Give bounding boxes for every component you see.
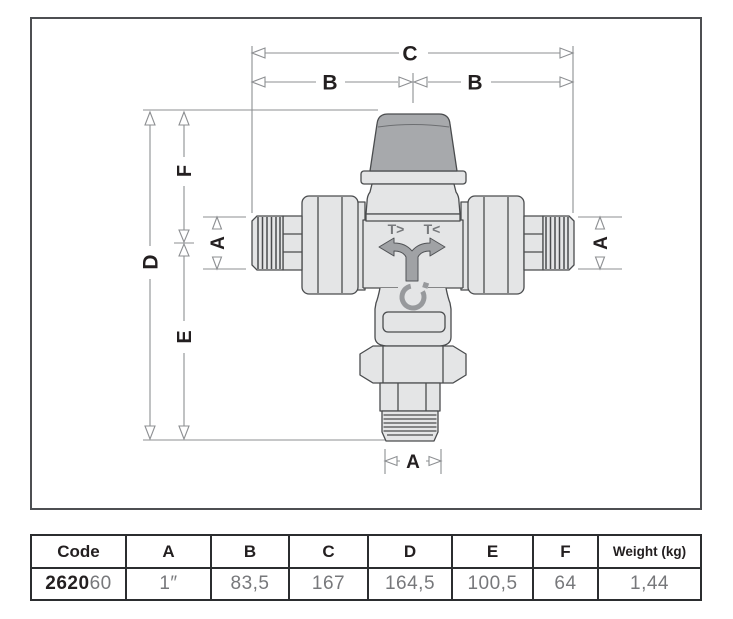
valve-lower-neck: [374, 287, 452, 347]
valve-illustration: T> T<: [251, 113, 575, 442]
dimension-f-e: F E: [174, 110, 196, 441]
dimension-c: C: [250, 43, 575, 66]
header-b: B: [210, 536, 288, 567]
marking-hot: T>: [388, 221, 405, 237]
left-union-nut: [301, 195, 359, 295]
value-d: 164,5: [367, 569, 451, 599]
header-d: D: [367, 536, 451, 567]
dim-label-c: C: [402, 43, 417, 66]
dimension-d: D: [140, 110, 163, 441]
bottom-union-nut: [359, 345, 467, 384]
value-f: 64: [532, 569, 597, 599]
dim-label-a-right: A: [591, 236, 612, 250]
dim-label-a-bottom: A: [406, 452, 420, 473]
dimension-a-bottom: A: [383, 452, 443, 473]
valve-dimensional-drawing: C B B D: [140, 43, 622, 474]
dimension-b: B B: [250, 72, 575, 95]
right-tailpiece: [523, 215, 544, 271]
dim-label-e: E: [174, 330, 196, 343]
right-union-nut: [467, 195, 525, 295]
nameplate: [382, 311, 446, 333]
header-a: A: [125, 536, 210, 567]
dim-label-d: D: [140, 254, 163, 269]
bottom-threaded-port: [381, 410, 439, 442]
header-f: F: [532, 536, 597, 567]
dim-label-f: F: [174, 165, 196, 177]
header-weight: Weight (kg): [597, 536, 700, 567]
value-b: 83,5: [210, 569, 288, 599]
dim-label-a-left: A: [208, 236, 229, 250]
spring-housing-band: [365, 213, 461, 222]
code-suffix: 60: [89, 573, 112, 594]
dim-label-b-left: B: [322, 72, 337, 95]
dimension-a-left: A: [208, 215, 229, 271]
dim-label-b-right: B: [467, 72, 482, 95]
value-weight: 1,44: [597, 569, 700, 599]
spec-table-header-row: Code A B C D E F Weight (kg): [32, 536, 700, 569]
caleffi-logo-icon: [399, 281, 430, 311]
bottom-tailpiece: [379, 382, 441, 412]
technical-drawing-frame: C B B D: [30, 17, 702, 510]
adjustment-knob: [369, 113, 458, 172]
code-prefix: 2620: [45, 573, 90, 594]
value-e: 100,5: [451, 569, 532, 599]
header-e: E: [451, 536, 532, 567]
header-code: Code: [57, 541, 100, 561]
dimension-a-right: A: [591, 215, 612, 271]
body-markings: T> T<: [378, 221, 446, 282]
header-c: C: [288, 536, 367, 567]
value-a: 1″: [125, 569, 210, 599]
left-threaded-port: [251, 215, 284, 271]
marking-cold: T<: [424, 221, 441, 237]
spring-housing: [365, 183, 461, 215]
knob-flange: [360, 170, 467, 185]
left-tailpiece: [282, 215, 303, 271]
right-threaded-port: [542, 215, 575, 271]
value-c: 167: [288, 569, 367, 599]
mixing-arrow-icon: [378, 237, 446, 282]
